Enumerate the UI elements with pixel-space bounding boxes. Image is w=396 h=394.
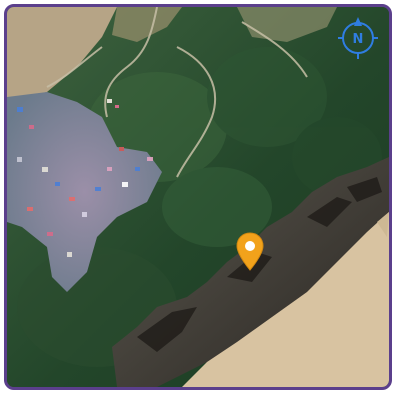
forest-texture	[17, 47, 382, 367]
desert-plateau	[182, 212, 389, 387]
compass-north-label: N	[353, 32, 364, 47]
satellite-map[interactable]	[7, 7, 389, 387]
location-marker[interactable]	[236, 232, 264, 272]
village-area	[7, 92, 162, 292]
compass-icon: N	[338, 17, 378, 59]
cliff-shadows	[137, 177, 382, 352]
compass-widget[interactable]: N	[333, 13, 383, 63]
map-frame: N	[4, 4, 392, 390]
location-pin-icon	[236, 232, 264, 271]
hamlet	[107, 99, 124, 151]
dirt-roads	[46, 7, 308, 178]
bare-slope-top-left	[7, 7, 117, 102]
